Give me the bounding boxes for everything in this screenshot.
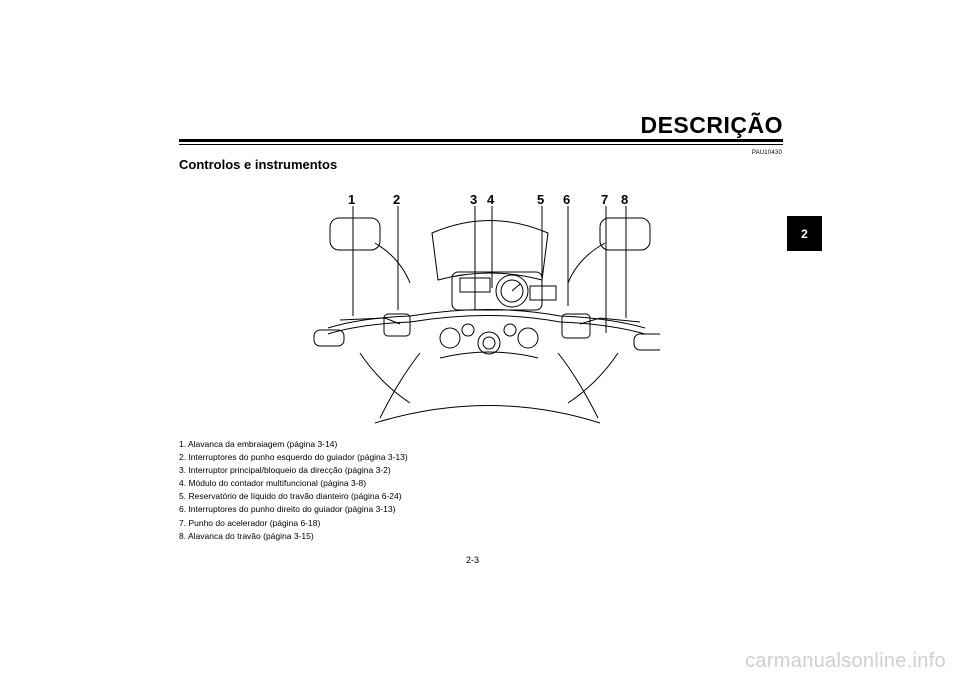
- callout-5: 5: [537, 192, 544, 207]
- header-rule-thick: [179, 139, 783, 142]
- component-legend: 1. Alavanca da embraiagem (página 3-14) …: [179, 438, 408, 543]
- legend-item: 6. Interruptores do punho direito do gui…: [179, 504, 396, 515]
- callout-8: 8: [621, 192, 628, 207]
- callout-7: 7: [601, 192, 608, 207]
- legend-item: 1. Alavanca da embraiagem (página 3-14): [179, 439, 338, 449]
- watermark: carmanualsonline.info: [745, 650, 946, 672]
- section-title: Controlos e instrumentos: [179, 157, 338, 172]
- header-rule-thin: [179, 144, 783, 145]
- legend-item: 2. Interruptores do punho esquerdo do gu…: [179, 452, 408, 463]
- legend-item: 5. Reservatório de líquido do travão dia…: [179, 491, 402, 502]
- legend-item: 4. Módulo do contador multifuncional (pá…: [179, 478, 367, 489]
- callout-3: 3: [470, 192, 477, 207]
- legend-item: 8. Alavanca do travão (página 3-15): [179, 530, 314, 541]
- reference-code: PAU10430: [751, 150, 782, 156]
- callout-6: 6: [563, 192, 570, 207]
- legend-item: 7. Punho do acelerador (página 6-18): [179, 517, 321, 528]
- callout-1: 1: [348, 192, 355, 207]
- page-number: 2-3: [466, 555, 480, 565]
- page-title: DESCRIÇÃO: [640, 112, 783, 138]
- callout-numbers: 1 2 3 4 5 6 7 8: [348, 192, 628, 207]
- handlebar-illustration: 1 2 3 4 5 6 7 8: [313, 192, 660, 424]
- legend-item: 3. Interruptor principal/bloqueio da dir…: [179, 465, 391, 476]
- callout-2: 2: [393, 192, 400, 207]
- callout-4: 4: [487, 192, 495, 207]
- chapter-tab[interactable]: 2: [787, 216, 822, 251]
